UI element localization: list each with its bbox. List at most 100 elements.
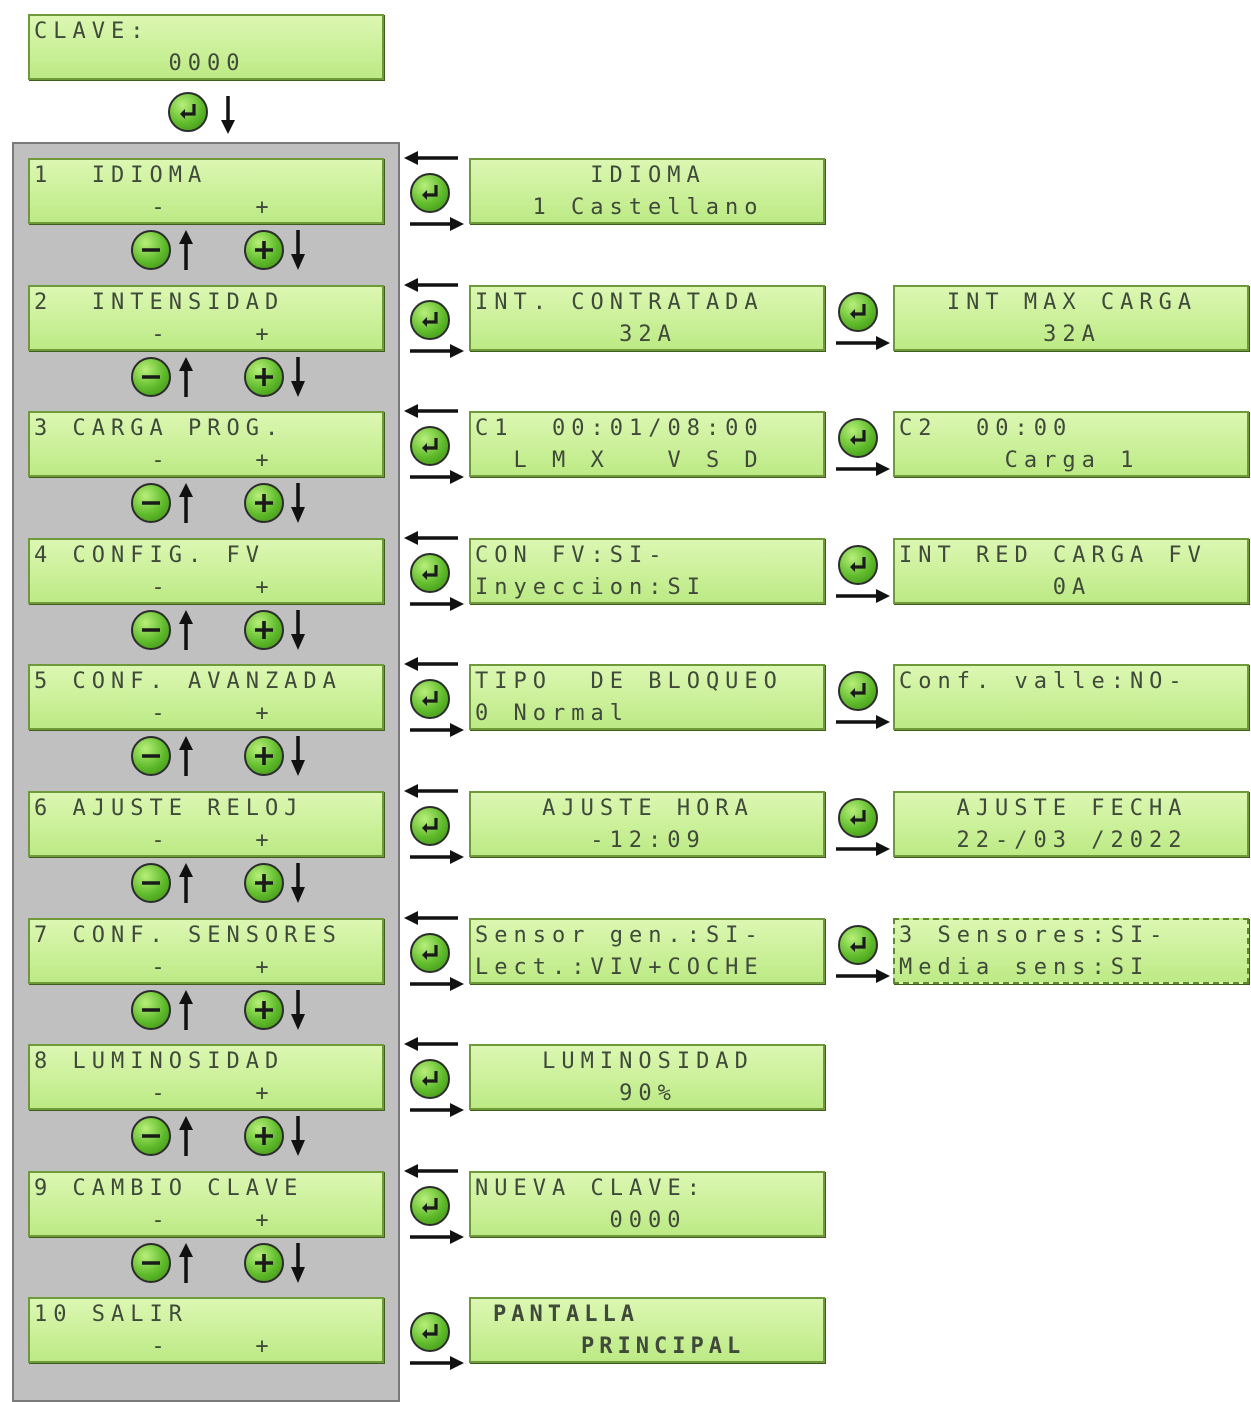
box-line2: 1 Castellano — [532, 195, 764, 220]
forward-arrow-icon — [836, 589, 890, 603]
box-line2: Carga 1 — [1004, 448, 1140, 473]
minus-circle-icon[interactable] — [131, 1243, 171, 1283]
forward-arrow-icon — [410, 344, 464, 358]
lcd-line1: CLAVE: — [34, 19, 150, 44]
forward-arrow-icon — [836, 462, 890, 476]
down-arrow-icon — [291, 1116, 305, 1156]
down-arrow-icon — [291, 483, 305, 523]
menu-item-10[interactable]: 10 SALIR - + — [28, 1297, 384, 1363]
up-arrow-icon — [179, 1243, 193, 1283]
box-line1: NUEVA CLAVE: — [475, 1176, 706, 1201]
plus-circle-icon[interactable] — [244, 736, 284, 776]
plus-circle-icon[interactable] — [244, 230, 284, 270]
menu-item-9[interactable]: 9 CAMBIO CLAVE - + — [28, 1171, 384, 1237]
menu-item-minus: - — [151, 1081, 165, 1106]
enter-icon[interactable] — [410, 806, 450, 846]
up-arrow-icon — [179, 863, 193, 903]
plus-circle-icon[interactable] — [244, 1243, 284, 1283]
minus-circle-icon[interactable] — [131, 863, 171, 903]
enter-icon[interactable] — [410, 1312, 450, 1352]
menu-item-6[interactable]: 6 AJUSTE RELOJ - + — [28, 791, 384, 857]
plus-circle-icon[interactable] — [244, 990, 284, 1030]
enter-icon[interactable] — [410, 300, 450, 340]
plus-circle-icon[interactable] — [244, 483, 284, 523]
menu-item-2[interactable]: 2 INTENSIDAD - + — [28, 285, 384, 351]
forward-arrow-icon — [836, 336, 890, 350]
enter-icon[interactable] — [410, 553, 450, 593]
menu-item-plus: + — [255, 1081, 269, 1106]
box-line2: L M X V S D — [475, 448, 764, 473]
minus-circle-icon[interactable] — [131, 230, 171, 270]
menu-item-5[interactable]: 5 CONF. AVANZADA - + — [28, 664, 384, 730]
menu-item-8[interactable]: 8 LUMINOSIDAD - + — [28, 1044, 384, 1110]
menu-item-minus: - — [151, 448, 165, 473]
back-arrow-icon — [404, 531, 458, 545]
submenu-box-6: AJUSTE HORA -12:09 — [469, 791, 825, 857]
menu-item-3[interactable]: 3 CARGA PROG. - + — [28, 411, 384, 477]
menu-item-plus: + — [255, 448, 269, 473]
menu-item-1[interactable]: 1 IDIOMA - + — [28, 158, 384, 224]
menu-item-label: 3 CARGA PROG. — [34, 416, 285, 441]
menu-item-label: 1 IDIOMA — [34, 163, 208, 188]
detail-box-5: AJUSTE FECHA 22-/03 /2022 — [893, 791, 1249, 857]
enter-icon[interactable] — [410, 1186, 450, 1226]
minus-circle-icon[interactable] — [131, 610, 171, 650]
forward-arrow-icon — [410, 850, 464, 864]
menu-item-minus: - — [151, 828, 165, 853]
enter-icon[interactable] — [838, 671, 878, 711]
enter-icon[interactable] — [838, 545, 878, 585]
menu-item-plus: + — [255, 1334, 269, 1359]
enter-icon[interactable] — [410, 679, 450, 719]
submenu-box-8: LUMINOSIDAD 90% — [469, 1044, 825, 1110]
forward-arrow-icon — [410, 723, 464, 737]
submenu-box-9: NUEVA CLAVE: 0000 — [469, 1171, 825, 1237]
box-line2: 0 Normal — [475, 701, 629, 726]
detail-box-3: INT RED CARGA FV 0A — [893, 538, 1249, 604]
enter-icon[interactable] — [838, 292, 878, 332]
box-line1: PANTALLA — [493, 1302, 639, 1327]
box-line2: -12:09 — [590, 828, 706, 853]
back-arrow-icon — [404, 1164, 458, 1178]
enter-icon[interactable] — [168, 92, 208, 132]
minus-circle-icon[interactable] — [131, 357, 171, 397]
menu-item-label: 10 SALIR — [34, 1302, 188, 1327]
down-arrow-icon — [291, 736, 305, 776]
menu-item-label: 6 AJUSTE RELOJ — [34, 796, 304, 821]
menu-item-7[interactable]: 7 CONF. SENSORES - + — [28, 918, 384, 984]
forward-arrow-icon — [410, 1230, 464, 1244]
plus-circle-icon[interactable] — [244, 1116, 284, 1156]
forward-arrow-icon — [410, 1356, 464, 1370]
box-line1: TIPO DE BLOQUEO — [475, 669, 783, 694]
box-line2: Lect.:VIV+COCHE — [475, 955, 764, 980]
submenu-box-2: INT. CONTRATADA 32A — [469, 285, 825, 351]
menu-item-label: 5 CONF. AVANZADA — [34, 669, 342, 694]
forward-arrow-icon — [410, 977, 464, 991]
enter-icon[interactable] — [410, 426, 450, 466]
forward-arrow-icon — [836, 715, 890, 729]
minus-circle-icon[interactable] — [131, 1116, 171, 1156]
box-line1: INT RED CARGA FV — [899, 543, 1207, 568]
menu-item-4[interactable]: 4 CONFIG. FV - + — [28, 538, 384, 604]
plus-circle-icon[interactable] — [244, 863, 284, 903]
enter-icon[interactable] — [410, 1059, 450, 1099]
back-arrow-icon — [404, 404, 458, 418]
minus-circle-icon[interactable] — [131, 483, 171, 523]
enter-icon[interactable] — [410, 933, 450, 973]
up-arrow-icon — [179, 357, 193, 397]
plus-circle-icon[interactable] — [244, 610, 284, 650]
enter-icon[interactable] — [410, 173, 450, 213]
minus-circle-icon[interactable] — [131, 990, 171, 1030]
menu-item-minus: - — [151, 1208, 165, 1233]
plus-circle-icon[interactable] — [244, 357, 284, 397]
menu-item-plus: + — [255, 575, 269, 600]
box-line1: INT MAX CARGA — [946, 290, 1198, 315]
minus-circle-icon[interactable] — [131, 736, 171, 776]
menu-item-plus: + — [255, 955, 269, 980]
enter-icon[interactable] — [838, 925, 878, 965]
enter-icon[interactable] — [838, 418, 878, 458]
box-line1: INT. CONTRATADA — [475, 290, 764, 315]
enter-icon[interactable] — [838, 798, 878, 838]
menu-item-label: 4 CONFIG. FV — [34, 543, 265, 568]
forward-arrow-icon — [410, 217, 464, 231]
menu-item-label: 2 INTENSIDAD — [34, 290, 285, 315]
